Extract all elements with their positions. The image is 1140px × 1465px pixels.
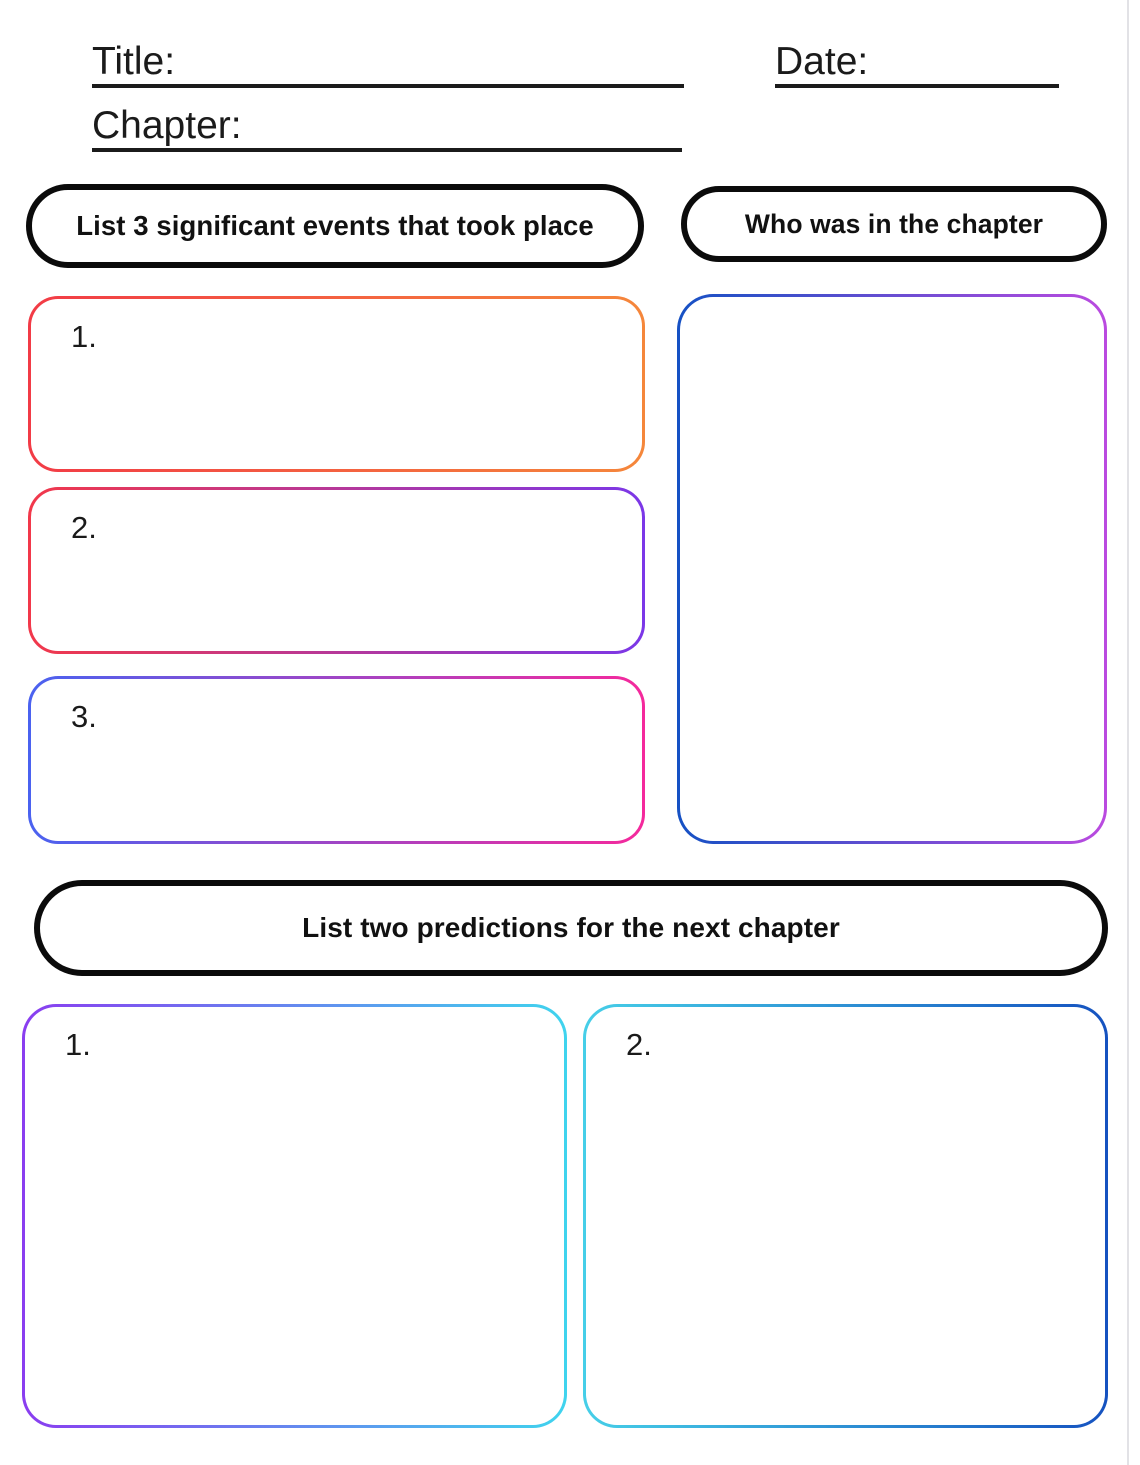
who-was-in-chapter-box-inner[interactable] bbox=[680, 297, 1104, 841]
chapter-field[interactable]: Chapter: bbox=[92, 100, 682, 152]
event-box-2[interactable]: 2. bbox=[28, 487, 645, 654]
prediction-box-2-number: 2. bbox=[626, 1027, 652, 1062]
event-box-1-inner[interactable]: 1. bbox=[31, 299, 642, 469]
worksheet-header: Title: Date: Chapter: bbox=[0, 0, 1140, 160]
event-box-2-number: 2. bbox=[71, 510, 97, 545]
date-label: Date: bbox=[775, 40, 869, 83]
chapter-input[interactable] bbox=[242, 143, 682, 148]
banner-significant-events-label: List 3 significant events that took plac… bbox=[76, 210, 594, 241]
banner-who-was-in-chapter-label: Who was in the chapter bbox=[744, 208, 1044, 239]
event-box-2-inner[interactable]: 2. bbox=[31, 490, 642, 651]
date-input[interactable] bbox=[868, 79, 1059, 84]
page-edge-line bbox=[1127, 0, 1140, 1465]
title-input[interactable] bbox=[175, 79, 684, 84]
title-field[interactable]: Title: bbox=[92, 36, 684, 88]
banner-predictions-label: List two predictions for the next chapte… bbox=[302, 912, 840, 943]
banner-significant-events: List 3 significant events that took plac… bbox=[26, 184, 644, 268]
prediction-box-1-inner[interactable]: 1. bbox=[25, 1007, 564, 1425]
date-field[interactable]: Date: bbox=[775, 36, 1059, 88]
event-box-3-inner[interactable]: 3. bbox=[31, 679, 642, 841]
who-was-in-chapter-box[interactable] bbox=[677, 294, 1107, 844]
title-label: Title: bbox=[92, 40, 176, 83]
banner-predictions: List two predictions for the next chapte… bbox=[34, 880, 1108, 976]
event-box-3[interactable]: 3. bbox=[28, 676, 645, 844]
prediction-box-1[interactable]: 1. bbox=[22, 1004, 567, 1428]
event-box-3-number: 3. bbox=[71, 699, 97, 734]
prediction-box-2[interactable]: 2. bbox=[583, 1004, 1108, 1428]
event-box-1-number: 1. bbox=[71, 319, 97, 354]
chapter-label: Chapter: bbox=[92, 104, 242, 147]
event-box-1[interactable]: 1. bbox=[28, 296, 645, 472]
prediction-box-1-number: 1. bbox=[65, 1027, 91, 1062]
banner-who-was-in-chapter: Who was in the chapter bbox=[681, 186, 1107, 262]
prediction-box-2-inner[interactable]: 2. bbox=[586, 1007, 1105, 1425]
